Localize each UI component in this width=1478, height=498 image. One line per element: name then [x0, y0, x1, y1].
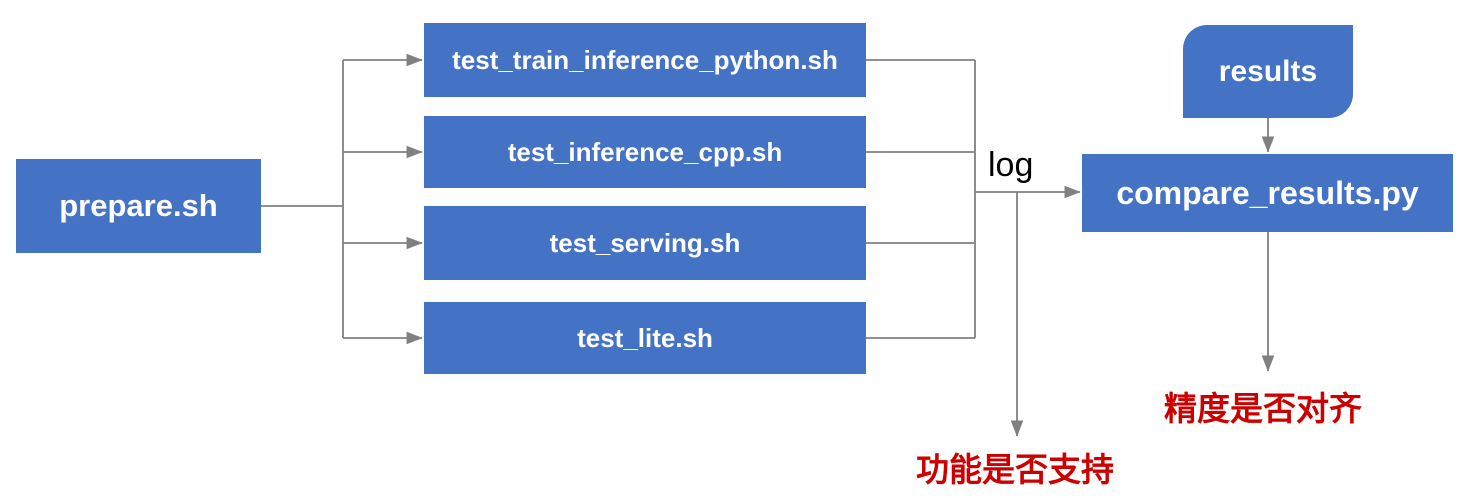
node-test-train-inference-python-label: test_train_inference_python.sh: [452, 44, 838, 75]
node-test-train-inference-python: test_train_inference_python.sh: [424, 23, 866, 97]
node-results: results: [1183, 25, 1353, 118]
node-test-lite: test_lite.sh: [424, 302, 866, 374]
node-test-lite-label: test_lite.sh: [577, 322, 713, 353]
node-test-serving-label: test_serving.sh: [549, 227, 741, 258]
annotation-precision-aligned: 精度是否对齐: [1164, 390, 1362, 427]
node-prepare-sh: prepare.sh: [16, 159, 261, 253]
node-results-label: results: [1218, 54, 1318, 88]
node-test-inference-cpp: test_inference_cpp.sh: [424, 116, 866, 188]
node-test-inference-cpp-label: test_inference_cpp.sh: [507, 136, 783, 167]
edge-label-log: log: [988, 146, 1034, 184]
node-compare-results-py: compare_results.py: [1082, 154, 1453, 232]
node-test-serving: test_serving.sh: [424, 206, 866, 280]
annotation-function-support: 功能是否支持: [916, 451, 1114, 488]
node-compare-results-py-label: compare_results.py: [1116, 174, 1419, 211]
node-prepare-sh-label: prepare.sh: [59, 188, 218, 223]
